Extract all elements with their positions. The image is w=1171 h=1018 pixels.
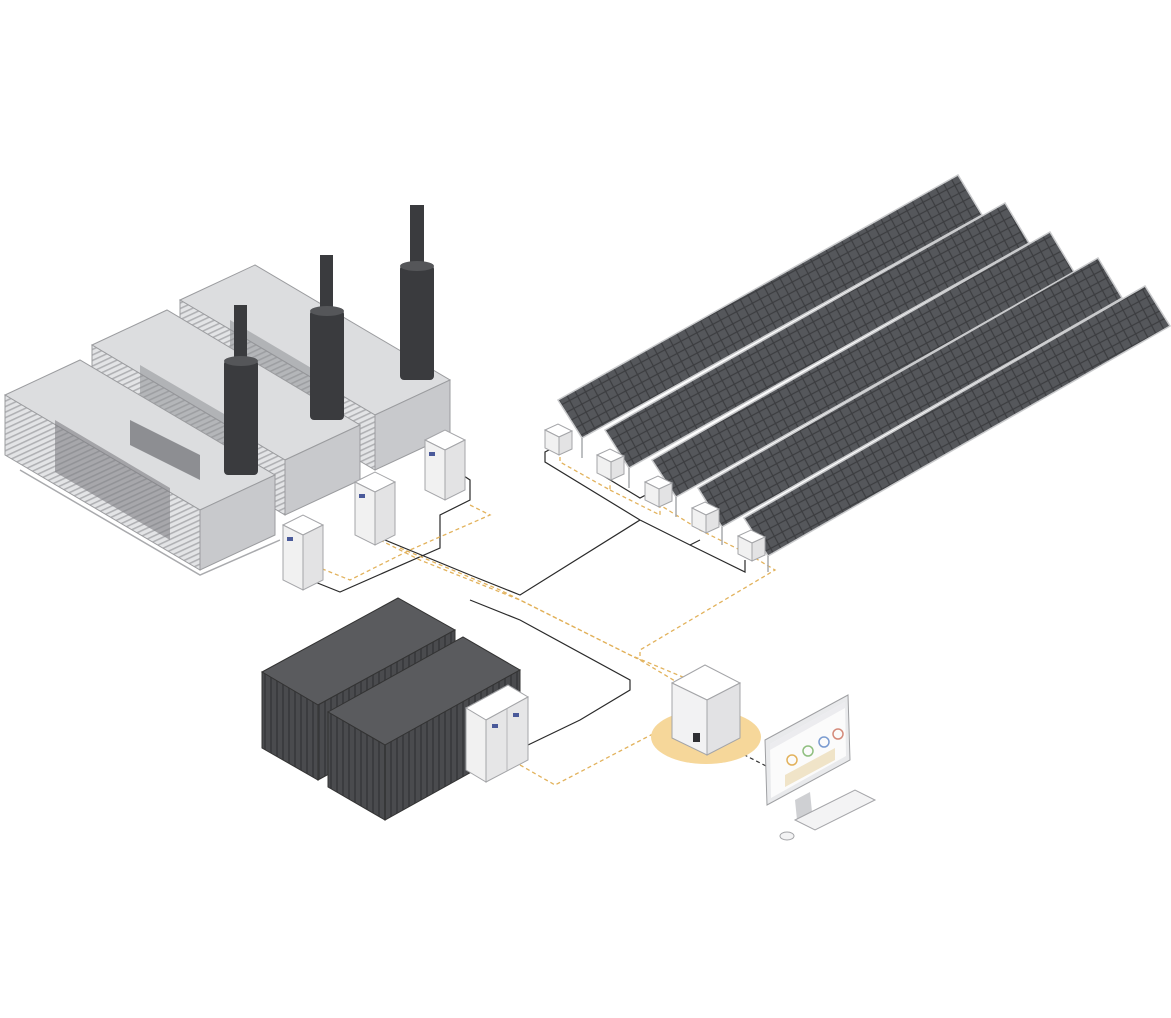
- exhaust-stack-1: [224, 305, 258, 475]
- genset-cabinet-3: [423, 429, 467, 501]
- keyboard-icon: [793, 789, 877, 831]
- monitoring-workstation: [764, 694, 877, 841]
- power-line-gensets: [309, 469, 471, 593]
- genset-cabinet-1: [281, 514, 325, 591]
- controller-logo-icon: [693, 733, 700, 742]
- pv-inverter-5: [736, 529, 767, 562]
- battery-pcs-cabinet: [464, 684, 530, 783]
- pv-inverter-3: [643, 475, 674, 508]
- data-lines: [299, 450, 777, 786]
- data-line-gensets: [299, 504, 492, 581]
- pv-inverter-2: [595, 448, 626, 481]
- data-line-battery: [519, 714, 691, 786]
- solar-array: [543, 173, 1171, 572]
- pv-inverter-4: [690, 501, 721, 534]
- power-line-pv-4: [689, 544, 746, 573]
- power-line-battery: [469, 599, 631, 746]
- genset-base-frame: [19, 469, 281, 576]
- monitor-icon: [764, 694, 851, 820]
- data-line-pv: [559, 450, 611, 492]
- battery-storage: [260, 597, 530, 821]
- genset-group: [3, 205, 467, 591]
- connection-lines: [299, 446, 777, 786]
- exhaust-stack-3: [400, 205, 434, 380]
- mouse-icon: [779, 831, 795, 841]
- data-line-pv-2: [609, 489, 777, 660]
- hybrid-controller: [651, 664, 761, 764]
- solar-row-1: [556, 173, 984, 458]
- genset-unit-1: [3, 359, 277, 571]
- power-line-main: [379, 519, 641, 596]
- pv-inverter-1: [543, 423, 574, 456]
- data-line-gensets-2: [379, 539, 691, 691]
- exhaust-stack-2: [310, 255, 344, 420]
- power-line-pv-3: [639, 519, 701, 546]
- genset-cabinet-2: [353, 471, 397, 546]
